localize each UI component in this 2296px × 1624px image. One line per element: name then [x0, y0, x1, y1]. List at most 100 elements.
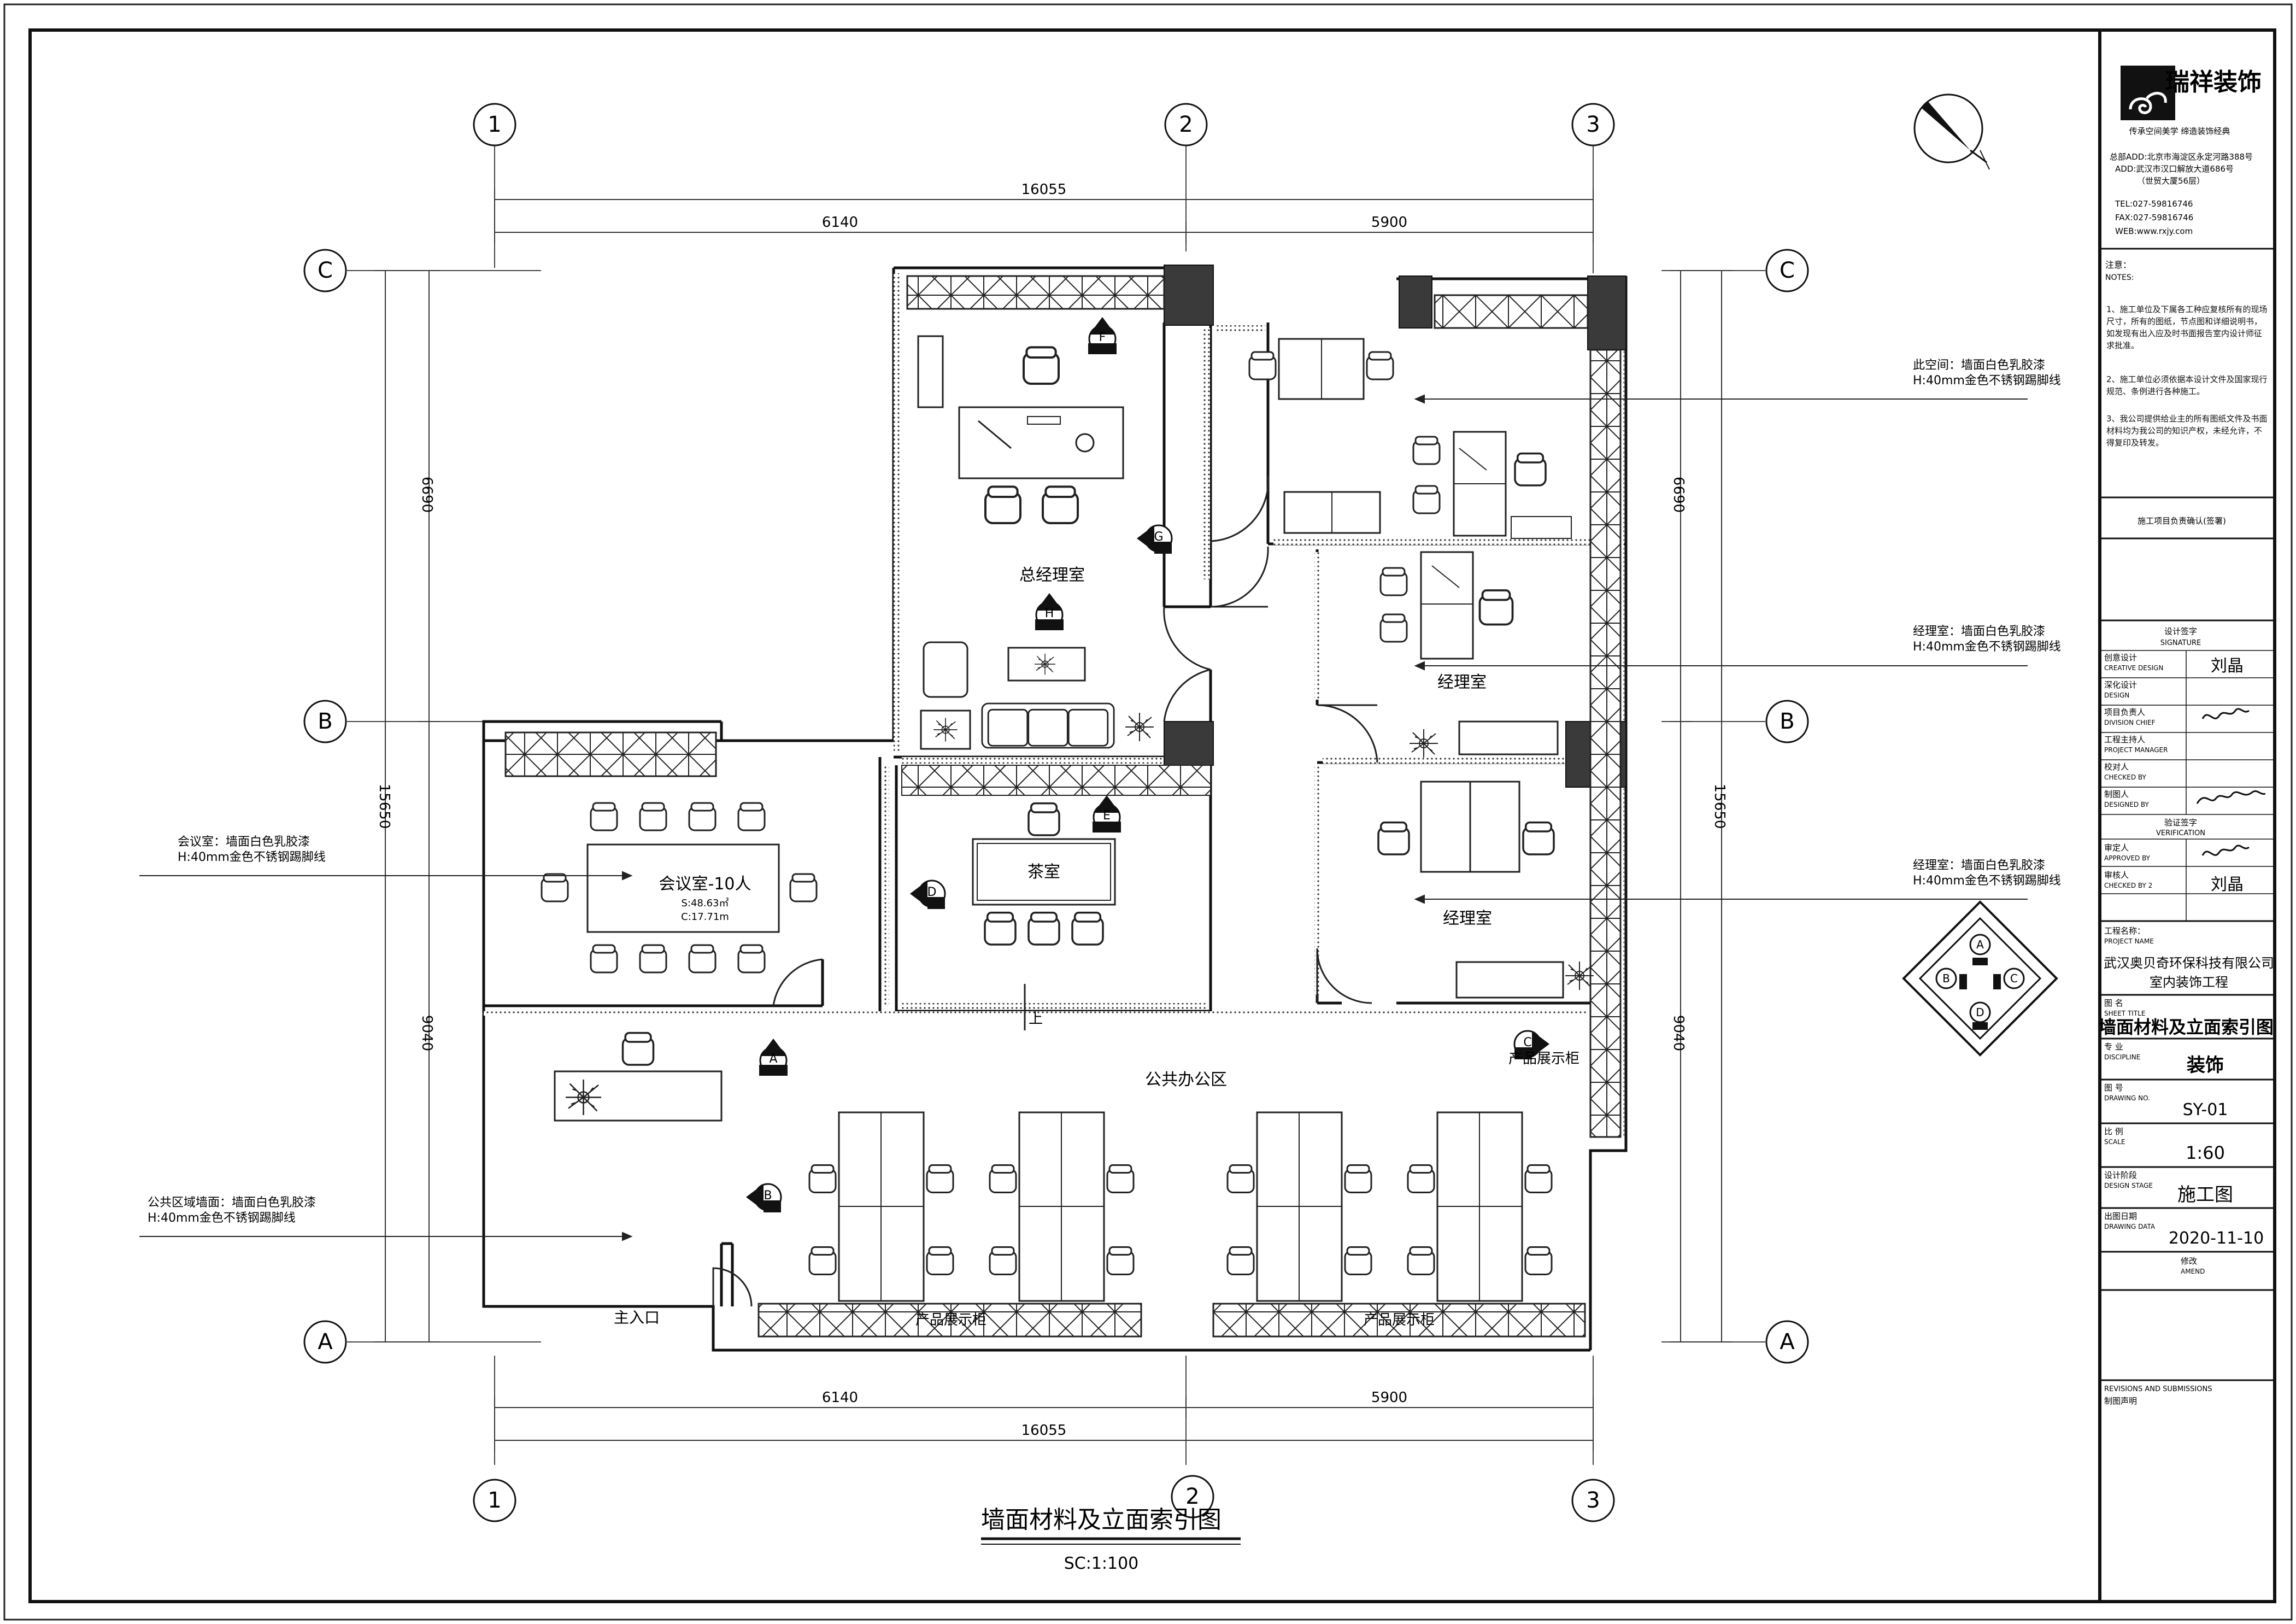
approve-label: 审定人 [2104, 843, 2129, 853]
grid-bubble-c-left: C [303, 249, 347, 292]
no-label: 图 号 [2104, 1083, 2123, 1093]
svg-text:2: 2 [1185, 1484, 1199, 1509]
stage-value: 施工图 [2177, 1184, 2233, 1206]
elevation-marker-f: F [1088, 317, 1117, 354]
manager-office-1-furniture [1379, 551, 1559, 758]
dim-bottom-left: 6140 [822, 1390, 858, 1406]
note-2-line2: H:40mm金色不锈钢踢脚线 [1913, 640, 2061, 654]
elevation-marker-h: H [1035, 593, 1064, 630]
label-display-2: 产品展示柜 [1364, 1312, 1435, 1328]
room-label-meeting: 会议室-10人 [659, 875, 751, 894]
note-3-line2: H:40mm金色不锈钢踢脚线 [1913, 874, 2061, 888]
gm-office-furniture [917, 335, 1154, 750]
scale-label-en: SCALE [2104, 1138, 2125, 1146]
note-1-line2: H:40mm金色不锈钢踢脚线 [1913, 374, 2061, 388]
disc-label: 专 业 [2104, 1042, 2123, 1052]
grid-bubble-3-top: 3 [1571, 103, 1615, 146]
date-label-en: DRAWING DATA [2104, 1223, 2156, 1230]
manager-office-2-furniture [1377, 781, 1594, 999]
dim-top-left: 6140 [822, 214, 858, 231]
note-4-line1: 会议室：墙面白色乳胶漆 [178, 835, 310, 849]
slogan: 传承空间美学 缔造装饰经典 [2129, 126, 2230, 136]
grid-bubble-c-right: C [1765, 249, 1809, 292]
elevation-marker-b: B [746, 1183, 782, 1212]
notes-head-en: NOTES: [2105, 273, 2134, 282]
sig-head-en: SIGNATURE [2160, 639, 2201, 647]
svg-text:3: 3 [1586, 112, 1600, 137]
elevation-marker-a: A [759, 1039, 788, 1076]
date-value: 2020-11-10 [2169, 1229, 2264, 1248]
dim-top-total: 16055 [1021, 181, 1067, 198]
checker2-name: 刘晶 [2211, 875, 2244, 894]
tea-room-furniture [972, 802, 1116, 1030]
drawing-scale: SC:1:100 [1064, 1554, 1139, 1573]
notes-head: 注意： [2105, 260, 2131, 270]
addr-3: （世贸大厦56层） [2137, 176, 2205, 186]
meeting-perimeter: C:17.71m [681, 911, 729, 923]
svg-text:G: G [1154, 530, 1163, 544]
drawing-title: 墙面材料及立面索引图 [981, 1506, 1222, 1534]
date-label: 出图日期 [2104, 1211, 2137, 1221]
drawer-label-en: DESIGNED BY [2104, 801, 2149, 808]
elevation-key-diamond: A B C D [1902, 900, 2058, 1057]
svg-text:D: D [927, 886, 937, 899]
checker2-label: 审核人 [2104, 870, 2129, 880]
north-arrow-icon [1913, 93, 1990, 170]
grid-bubble-2-top: 2 [1164, 103, 1208, 146]
note-4-line2: H:40mm金色不锈钢踢脚线 [178, 851, 326, 864]
stage-label-en: DESIGN STAGE [2104, 1182, 2153, 1189]
addr-2: ADD:武汉市汉口解放大道686号 [2115, 164, 2234, 174]
elevation-marker-d: D [910, 880, 946, 909]
right-dimensions [1670, 270, 1733, 1342]
proj-label-en: PROJECT NAME [2104, 937, 2154, 945]
stage-label: 设计阶段 [2104, 1170, 2137, 1180]
creative-label: 创意设计 [2104, 653, 2137, 663]
scale-value: 1:60 [2186, 1142, 2225, 1163]
elevation-marker-e: E [1093, 795, 1121, 832]
design-label: 深化设计 [2104, 680, 2137, 690]
svg-text:B: B [1780, 709, 1794, 734]
room-label-manager-2: 经理室 [1443, 909, 1492, 928]
svg-text:B: B [318, 709, 332, 734]
amend-label-en: AMEND [2181, 1268, 2205, 1275]
svg-text:C: C [1780, 258, 1795, 283]
elevation-marker-g: G [1137, 524, 1173, 554]
title-block-frame [2098, 28, 2276, 1603]
dim-top-right: 5900 [1371, 214, 1407, 231]
tea-cabinet [901, 765, 1211, 796]
svg-text:A: A [769, 1052, 777, 1066]
note-3: 3、我公司提供给业主的所有图纸文件及书面材料均为我公司的知识产权，未经允许，不得… [2106, 414, 2268, 448]
svg-text:C: C [1523, 1036, 1531, 1050]
room-label-gm: 总经理室 [1019, 566, 1085, 585]
top-dimensions [494, 189, 1594, 243]
meeting-area: S:48.63㎡ [681, 897, 729, 909]
note-1-line1: 此空间：墙面白色乳胶漆 [1913, 359, 2045, 372]
no-value: SY-01 [2183, 1100, 2228, 1119]
label-display-1: 产品展示柜 [915, 1312, 986, 1328]
note-2: 2、施工单位必须依据本设计文件及国家现行规范、条例进行各种施工。 [2106, 374, 2268, 396]
label-display-3: 产品展示柜 [1508, 1051, 1579, 1067]
disc-value: 装饰 [2187, 1054, 2224, 1076]
sig-head: 设计签字 [2164, 626, 2197, 636]
dim-right-upper: 6690 [1670, 477, 1687, 513]
rev-head: REVISIONS AND SUBMISSIONS [2104, 1385, 2212, 1393]
svg-text:C: C [318, 258, 333, 283]
svg-text:F: F [1099, 331, 1106, 344]
note-leaders [139, 394, 2028, 1241]
bottom-dimensions [494, 1397, 1594, 1451]
verif-head: 验证签字 [2164, 818, 2197, 828]
label-main-entrance: 主入口 [614, 1309, 660, 1327]
doors [712, 475, 1378, 1307]
chief-label: 项目负责人 [2104, 707, 2145, 717]
svg-text:1: 1 [488, 112, 501, 137]
dim-right-lower: 9040 [1670, 1015, 1687, 1051]
label-up: 上 [1029, 1011, 1043, 1027]
proj-name-1: 武汉奥贝奇环保科技有限公司 [2104, 955, 2274, 971]
room-label-manager-1: 经理室 [1437, 673, 1487, 692]
proj-name-2: 室内装饰工程 [2150, 975, 2228, 990]
scale-label: 比 例 [2104, 1127, 2123, 1136]
svg-text:B: B [1942, 972, 1950, 985]
grid-bubble-1-top: 1 [473, 103, 516, 146]
confirm-label: 施工项目负责确认(签署) [2138, 516, 2226, 526]
fax: FAX:027-59816746 [2115, 213, 2193, 222]
